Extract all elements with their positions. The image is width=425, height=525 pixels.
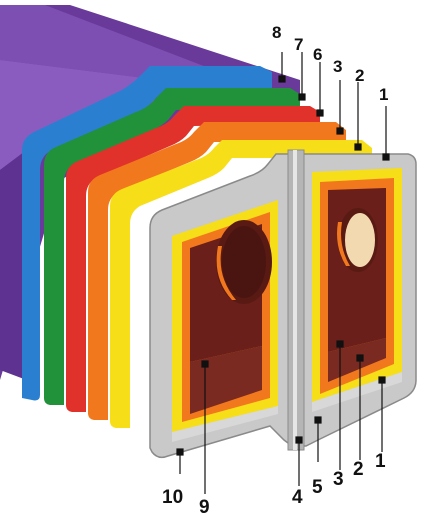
label-bottom-1: 1	[375, 452, 386, 471]
right-cavity	[312, 168, 402, 412]
left-cavity	[172, 200, 278, 442]
label-top-8: 8	[272, 24, 281, 41]
label-bottom-10: 10	[162, 488, 183, 507]
label-top-6: 6	[313, 46, 322, 63]
label-top-2: 2	[355, 67, 364, 84]
label-bottom-9: 9	[199, 498, 210, 517]
label-top-7: 7	[294, 36, 303, 53]
label-top-3: 3	[333, 58, 342, 75]
label-bottom-2: 2	[353, 460, 364, 479]
label-top-1: 1	[379, 86, 388, 103]
label-bottom-3: 3	[333, 470, 344, 489]
label-bottom-4: 4	[292, 488, 303, 507]
label-bottom-5: 5	[312, 478, 323, 497]
